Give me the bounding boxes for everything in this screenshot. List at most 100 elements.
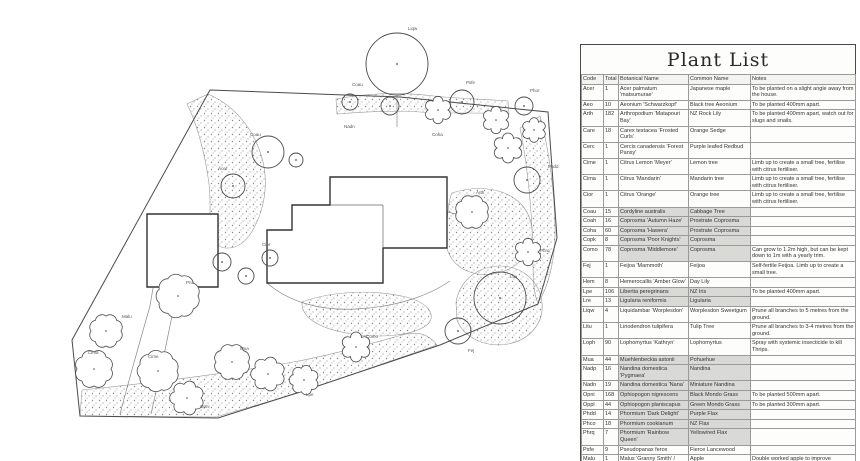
garden-bed <box>335 93 510 115</box>
house-footprint <box>266 176 448 284</box>
cell-common: Lophomyrtus <box>688 338 751 356</box>
cell-notes <box>750 418 856 430</box>
plan-label: Cima <box>88 350 99 355</box>
cell-total: 4 <box>603 306 619 324</box>
cell-code: Arth <box>581 109 604 127</box>
cell-common: Purple leafed Redbud <box>688 141 751 159</box>
cell-total: 1 <box>603 261 619 279</box>
cell-common: Japanese maple <box>688 83 751 101</box>
cell-total: 8 <box>603 277 619 288</box>
plan-label: Nadn <box>344 124 355 129</box>
plan-label: Pru <box>186 280 194 285</box>
cell-code: Care <box>581 125 604 143</box>
cell-common: Yellow/red Flax <box>688 428 751 446</box>
cell-notes: To be planted on a slight angle away fro… <box>750 83 856 101</box>
plan-label: Fej <box>468 348 474 353</box>
cell-notes: Double worked apple to improve pollinati… <box>750 454 856 461</box>
plan-label: Coau <box>352 82 363 87</box>
tree-center-dot <box>245 275 247 277</box>
shrub-center-dot <box>93 368 95 370</box>
cell-common: Fierce Lancewood <box>688 444 751 456</box>
shrub-center-dot <box>533 129 535 131</box>
cell-code: Litu <box>581 322 604 340</box>
tree-center-dot <box>221 261 223 263</box>
cell-code: Lre <box>581 296 604 308</box>
shrub-center-dot <box>437 109 439 111</box>
plan-label: Como <box>366 334 379 339</box>
cell-code: Coha <box>581 225 604 237</box>
cell-common: Purple Flax <box>688 409 751 420</box>
cell-botanical: Pseudopanax ferox <box>618 444 689 456</box>
cell-total: 182 <box>603 109 619 127</box>
cell-total: 18 <box>603 125 619 143</box>
cell-total: 168 <box>603 389 619 401</box>
shrub-center-dot <box>186 397 188 399</box>
tree-symbol <box>444 317 472 345</box>
cell-code: Nadn <box>581 380 604 391</box>
tree-symbol <box>514 96 534 116</box>
tree-symbol <box>237 267 255 285</box>
cell-total: 60 <box>603 225 619 237</box>
cell-botanical: Coprosma 'Autumn Haze' <box>618 216 689 227</box>
cell-common: Coprosma <box>688 235 751 246</box>
plan-label: Phrq <box>540 248 550 253</box>
column-header: Botanical Name <box>618 74 689 85</box>
cell-botanical: Libertia peregrinans <box>618 286 689 298</box>
cell-common: Black Mondo Grass <box>688 389 751 401</box>
cell-common: NZ Rock Lily <box>688 109 751 127</box>
cell-common: Feijoa <box>688 261 751 279</box>
garden-bed <box>445 188 533 275</box>
cell-common: Orange Sedge <box>688 125 751 143</box>
cell-total: 1 <box>603 141 619 159</box>
cell-botanical: Citrus 'Orange' <box>618 190 689 208</box>
cell-code: Opni <box>581 389 604 401</box>
cell-code: Acer <box>581 83 604 101</box>
cell-total: 78 <box>603 244 619 263</box>
cell-botanical: Feijoa 'Mammoth' <box>618 261 689 279</box>
cell-total: 7 <box>603 428 619 446</box>
cell-total: 16 <box>603 216 619 227</box>
cell-common: Mandarin tree <box>688 174 751 192</box>
plan-label: Phor <box>530 88 540 93</box>
cell-code: Mua <box>581 354 604 366</box>
cell-botanical: Arthropodium 'Matapouri Bay' <box>618 109 689 127</box>
cell-total: 16 <box>603 364 619 382</box>
cell-common: NZ Flax <box>688 418 751 430</box>
cell-notes <box>750 444 856 456</box>
plan-label: Malu <box>122 314 132 319</box>
plan-label: Lpe <box>306 392 314 397</box>
cell-common: Nandina <box>688 364 751 382</box>
cell-botanical: Hemerocallis 'Amber Glow' <box>618 277 689 288</box>
cell-botanical: Citrus 'Mandarin' <box>618 174 689 192</box>
tree-center-dot <box>457 330 459 332</box>
cell-notes: Can grow to 1.2m high, but can be kept d… <box>750 244 856 263</box>
cell-notes: Self-fertile Feijoa. Limb up to create a… <box>750 261 856 279</box>
plant-list-title: Plant List <box>666 49 770 71</box>
column-header: Common Name <box>688 74 751 85</box>
cell-notes <box>750 235 856 246</box>
cell-total: 44 <box>603 354 619 366</box>
shrub-center-dot <box>355 346 357 348</box>
cell-total: 15 <box>603 206 619 218</box>
cell-total: 14 <box>603 409 619 420</box>
cell-code: Loph <box>581 338 604 356</box>
cell-notes <box>750 354 856 366</box>
